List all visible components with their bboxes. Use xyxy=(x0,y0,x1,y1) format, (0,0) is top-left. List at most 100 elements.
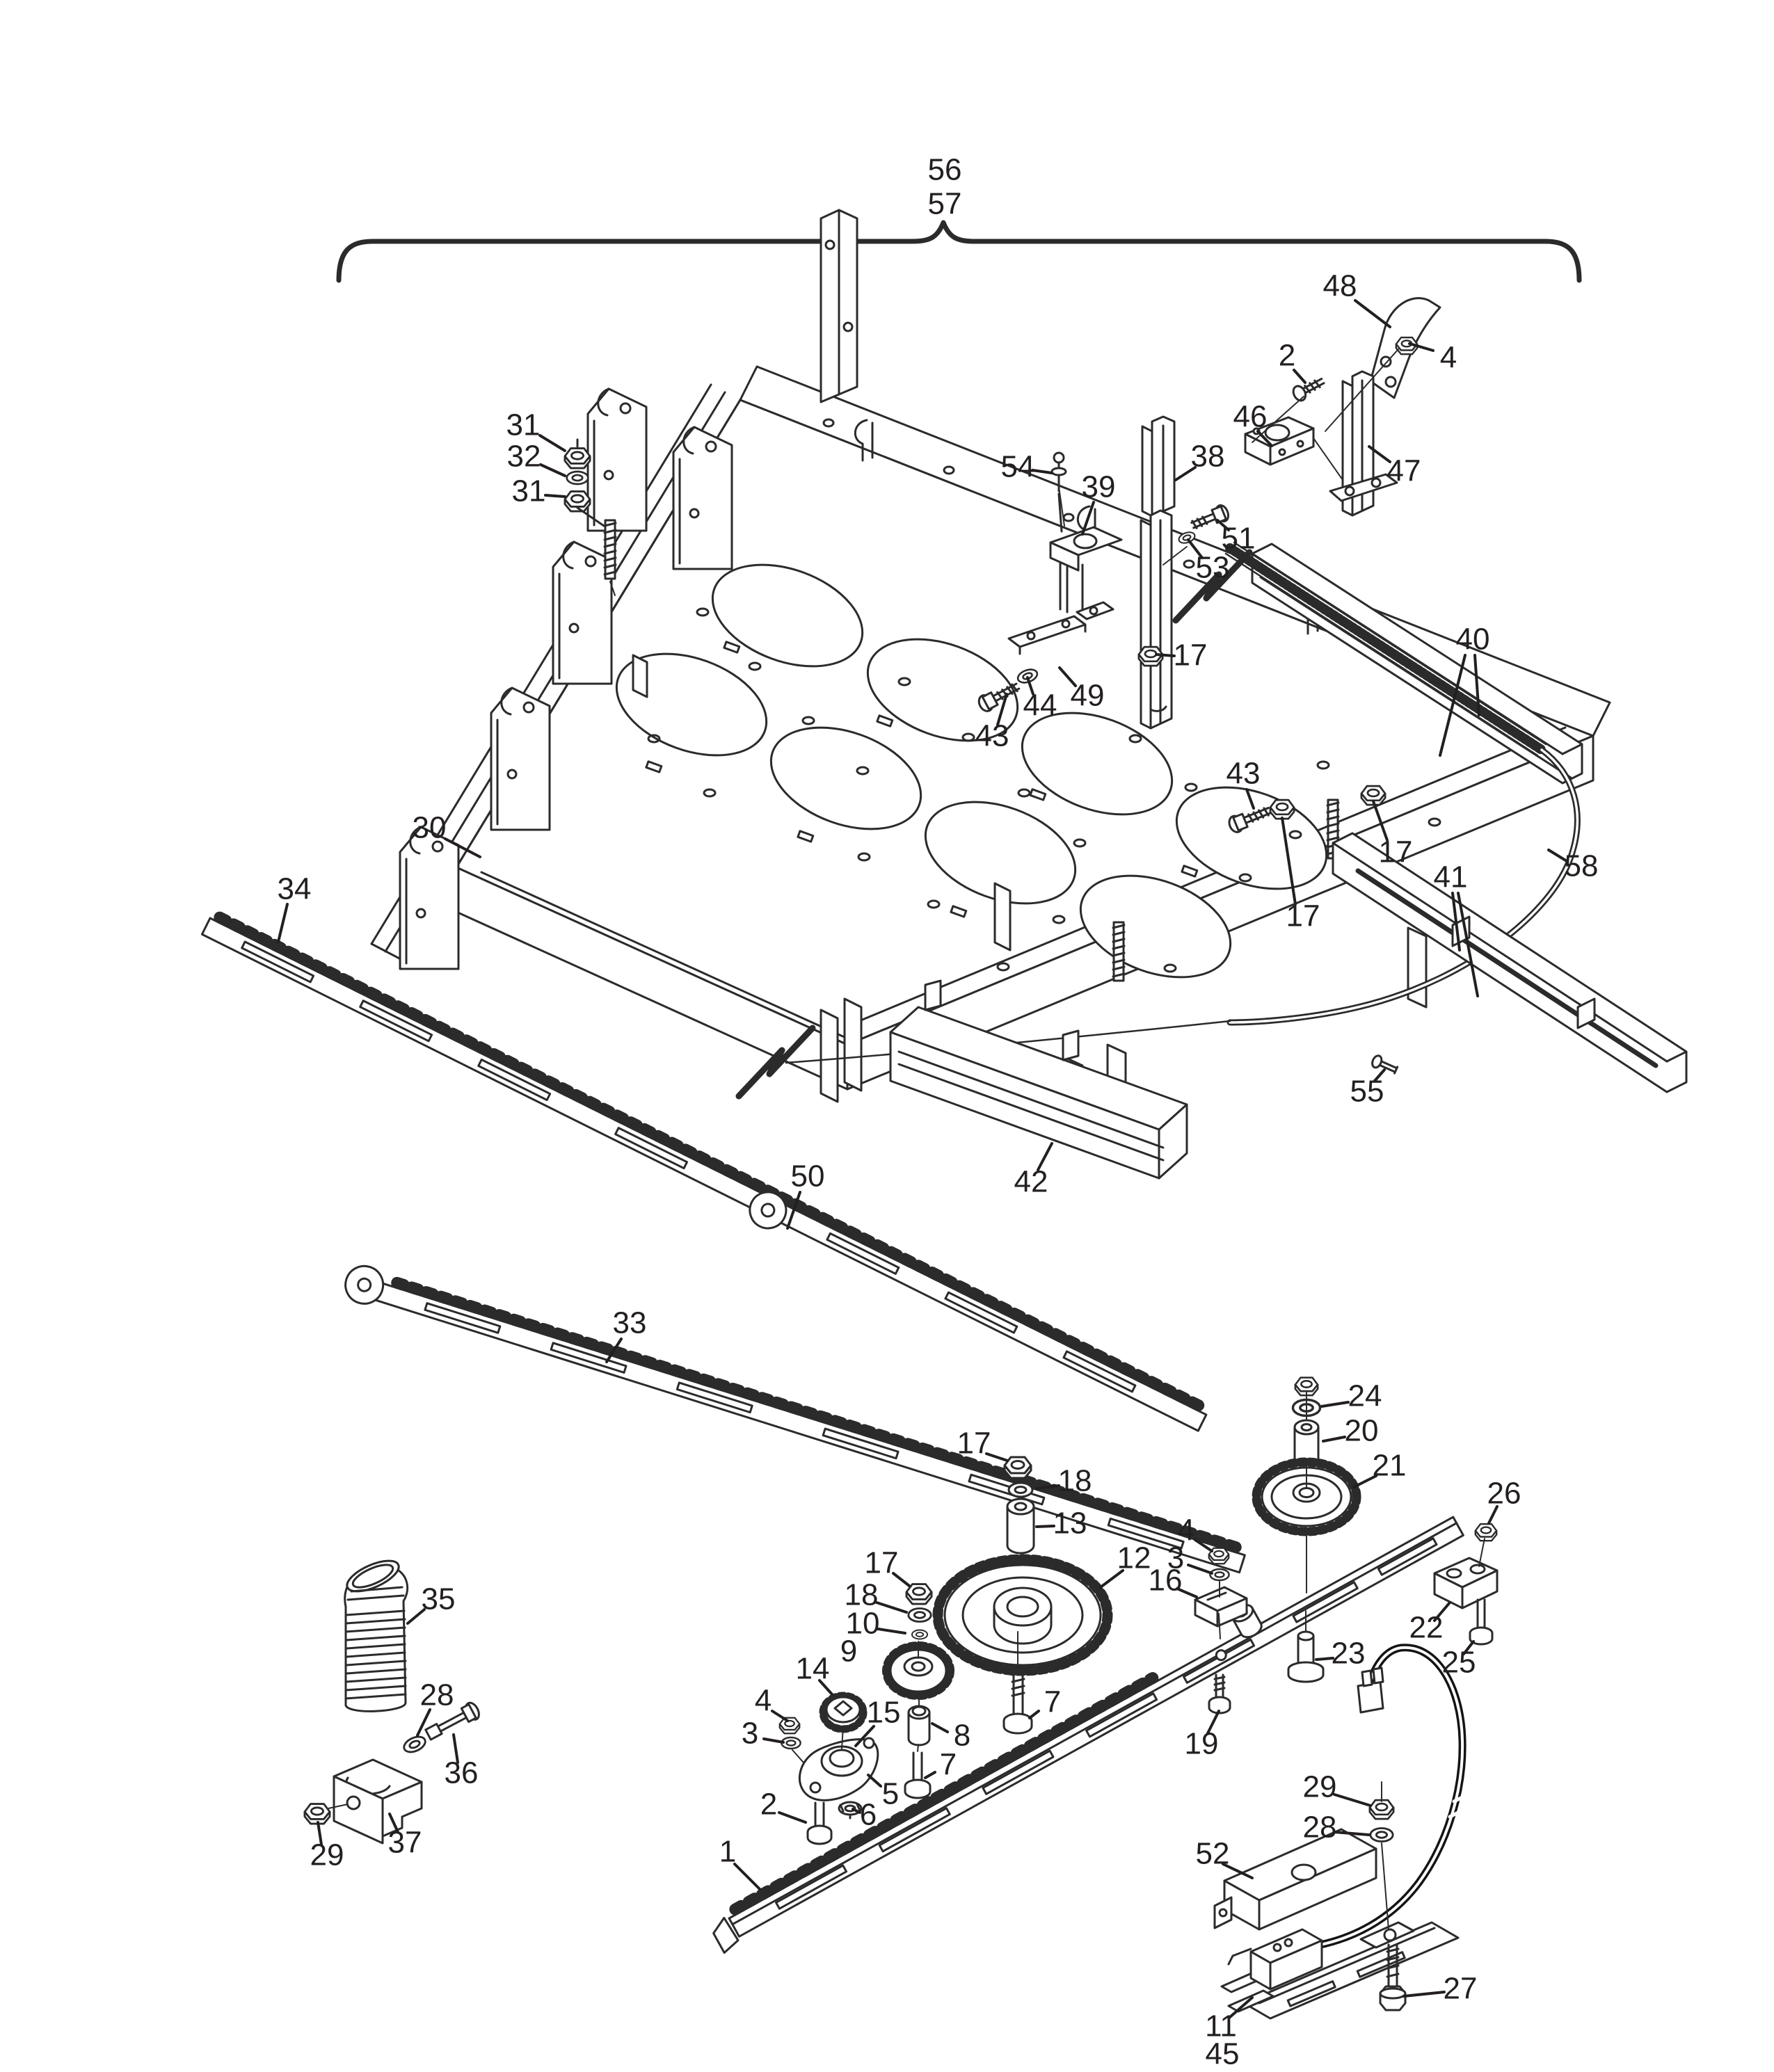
leader-line-39 xyxy=(1081,501,1095,536)
axis-line xyxy=(1162,546,1188,565)
leader-line-58 xyxy=(1547,849,1568,862)
part-callout-43: 43 xyxy=(1226,757,1261,791)
part-callout-39: 39 xyxy=(1082,470,1116,504)
leader-line-52 xyxy=(1222,1863,1254,1879)
axis-line xyxy=(1313,437,1343,481)
part-callout-13: 13 xyxy=(1053,1507,1087,1541)
leader-line-2 xyxy=(778,1811,807,1824)
leader-line-7 xyxy=(924,1771,936,1779)
part-callout-36: 36 xyxy=(445,1756,479,1790)
group-brace xyxy=(336,220,1582,283)
leader-line-27 xyxy=(1403,1991,1446,1998)
break-symbol xyxy=(735,1025,816,1100)
nut-31a xyxy=(564,447,591,469)
gusset-bracket xyxy=(672,426,733,570)
part-callout-48: 48 xyxy=(1323,269,1357,303)
part-callout-1: 1 xyxy=(719,1835,736,1869)
part-callout-46: 46 xyxy=(1233,400,1268,434)
leader-line-17 xyxy=(1155,653,1176,657)
leader-line-21 xyxy=(1352,1475,1377,1488)
screw-25 xyxy=(1469,1598,1494,1646)
nut-29b xyxy=(1368,1799,1395,1820)
leader-line-47 xyxy=(1368,445,1391,463)
front-rail-42 xyxy=(889,979,1188,1180)
leader-line-43 xyxy=(1245,788,1255,810)
panel-holes xyxy=(647,607,1441,973)
leader-line-53 xyxy=(1187,538,1204,559)
leader-line-23 xyxy=(1315,1657,1334,1661)
part-callout-2: 2 xyxy=(760,1788,777,1822)
leader-line-4 xyxy=(1408,342,1435,352)
leader-line-7 xyxy=(1028,1710,1040,1719)
part-callout-3: 3 xyxy=(742,1717,758,1751)
part-callout-8: 8 xyxy=(954,1719,970,1753)
leader-line-11 xyxy=(1229,1996,1254,2018)
axis-line xyxy=(1058,486,1065,527)
part-callout-42: 42 xyxy=(1014,1165,1048,1199)
leader-line-40 xyxy=(1473,654,1480,716)
part-callout-29: 29 xyxy=(1303,1770,1337,1804)
nut-17e xyxy=(905,1583,933,1605)
leader-line-36 xyxy=(452,1733,459,1764)
part-callout-57: 57 xyxy=(928,187,962,221)
leader-line-54 xyxy=(1031,469,1053,474)
bolt-51 xyxy=(1190,504,1230,529)
leader-line-46 xyxy=(1256,430,1273,447)
part-callout-17: 17 xyxy=(1286,899,1320,933)
gear-9 xyxy=(882,1641,954,1700)
axis-line xyxy=(576,506,605,527)
spacer-23 xyxy=(1287,1630,1325,1683)
washer-28b xyxy=(1369,1827,1394,1842)
leader-line-1 xyxy=(733,1863,761,1890)
part-callout-6: 6 xyxy=(860,1798,877,1832)
nut-17c xyxy=(1269,798,1295,820)
part-callout-10: 10 xyxy=(846,1607,880,1641)
washer-10 xyxy=(911,1629,929,1640)
part-callout-18: 18 xyxy=(1058,1464,1092,1498)
leader-line-28 xyxy=(416,1708,431,1737)
part-callout-17: 17 xyxy=(865,1546,899,1580)
part-callout-18: 18 xyxy=(845,1578,879,1612)
part-callout-16: 16 xyxy=(1149,1564,1183,1598)
leader-line-3 xyxy=(1187,1564,1213,1575)
part-callout-11: 11 xyxy=(1205,2009,1237,2043)
leader-line-24 xyxy=(1320,1401,1350,1408)
flex-hose-35 xyxy=(344,1559,409,1712)
leader-line-10 xyxy=(877,1628,906,1635)
panel-slot-tabs xyxy=(645,641,1199,918)
axis-line xyxy=(328,1804,349,1809)
igniter-bracket-39 xyxy=(1049,526,1123,620)
part-callout-26: 26 xyxy=(1487,1477,1521,1511)
leader-line-29 xyxy=(1333,1793,1372,1807)
leader-line-25 xyxy=(1462,1640,1475,1655)
screw-7b xyxy=(904,1744,932,1799)
pin-54 xyxy=(1050,451,1067,533)
bolt-36 xyxy=(424,1701,480,1741)
part-callout-40: 40 xyxy=(1456,623,1490,657)
bracket-46 xyxy=(1244,416,1315,466)
leader-line-19 xyxy=(1206,1710,1220,1735)
nut-4c xyxy=(778,1717,801,1735)
part-callout-4: 4 xyxy=(1440,341,1457,375)
leader-line-2 xyxy=(1293,369,1306,384)
part-callout-30: 30 xyxy=(413,811,447,845)
part-callout-4: 4 xyxy=(1178,1513,1194,1548)
part-callout-3: 3 xyxy=(1167,1541,1184,1575)
leader-line-17 xyxy=(985,1452,1009,1462)
leader-line-48 xyxy=(1354,299,1391,328)
leader-line-38 xyxy=(1174,466,1197,481)
leader-line-29 xyxy=(317,1821,323,1846)
leader-line-28 xyxy=(1333,1831,1371,1836)
washer-18b xyxy=(907,1607,932,1623)
part-callout-2: 2 xyxy=(1279,339,1295,373)
axis-line xyxy=(1381,1842,1389,1930)
flange-assembly-5-15 xyxy=(798,1726,879,1801)
pinion-gear-14 xyxy=(819,1692,868,1733)
leader-line-15 xyxy=(854,1725,875,1747)
leader-line-8 xyxy=(931,1722,949,1733)
part-callout-12: 12 xyxy=(1117,1541,1151,1575)
washer-32 xyxy=(566,470,589,485)
switch-cover-52 xyxy=(1213,1828,1377,1931)
cable-connector xyxy=(1357,1667,1384,1714)
